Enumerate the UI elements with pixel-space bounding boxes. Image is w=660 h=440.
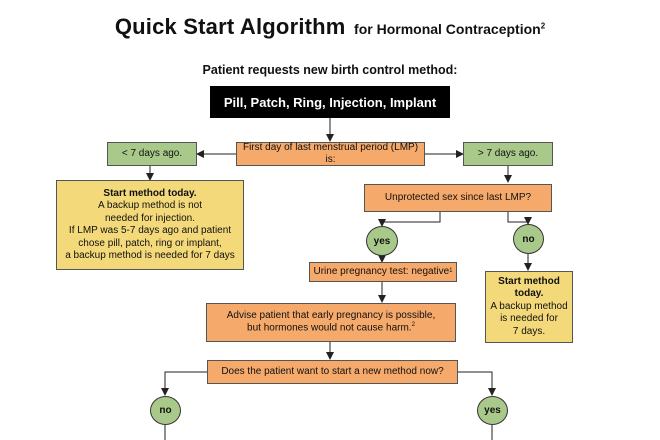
title-main: Quick Start Algorithm [114,14,346,39]
start-today-right-line: 7 days. [512,325,546,337]
no-circle-lower: no [150,396,181,425]
start-today-left-line: If LMP was 5-7 days ago and patient [68,225,232,236]
title-footnote-mark: 2 [540,21,546,31]
pregnancy-test-footnote-mark: 1 [449,268,453,275]
yes-circle-lower: yes [477,396,508,425]
methods-box: Pill, Patch, Ring, Injection, Implant [210,86,450,118]
start-today-right-heading: today. [514,288,544,300]
line-unprotected-to-yes [378,212,441,227]
start-today-left-box: Start method today. A backup method is n… [56,180,244,270]
start-today-right-box: Start method today. A backup method is n… [485,271,573,343]
start-today-right-heading: Start method [498,275,560,287]
gt7-days-box: > 7 days ago. [463,142,553,166]
unprotected-sex-box: Unprotected sex since last LMP? [364,184,552,212]
start-today-left-line: chose pill, patch, ring or implant, [78,237,222,249]
start-today-left-line: a backup method is needed for 7 days [65,250,235,261]
page-title: Quick Start Algorithm for Hormonal Contr… [0,14,660,40]
advise-box: Advise patient that early pregnancy is p… [206,303,456,342]
line-question-to-no [161,371,207,396]
start-today-right-line: A backup method [490,300,568,312]
line-unprotected-to-no [507,212,532,225]
start-today-left-line: A backup method is not [98,200,202,211]
start-today-right-line: is needed for [500,313,558,325]
lt7-days-box: < 7 days ago. [107,142,197,166]
pregnancy-test-text: Urine pregnancy test: negative [313,265,450,277]
yes-circle-upper: yes [366,226,398,256]
line-question-to-yes [458,371,496,396]
no-circle-upper: no [513,224,544,254]
new-method-question-box: Does the patient want to start a new met… [207,360,458,384]
advise-line-2: but hormones would not cause harm.2 [247,322,415,334]
title-sub: for Hormonal Contraception2 [354,21,546,37]
advise-footnote-mark: 2 [411,322,415,329]
lmp-question-box: First day of last menstrual period (LMP)… [236,142,425,166]
start-today-left-line: needed for injection. [104,212,196,224]
request-label: Patient requests new birth control metho… [202,63,458,77]
advise-line: Advise patient that early pregnancy is p… [226,309,436,321]
start-today-left-heading: Start method today. [103,187,197,199]
